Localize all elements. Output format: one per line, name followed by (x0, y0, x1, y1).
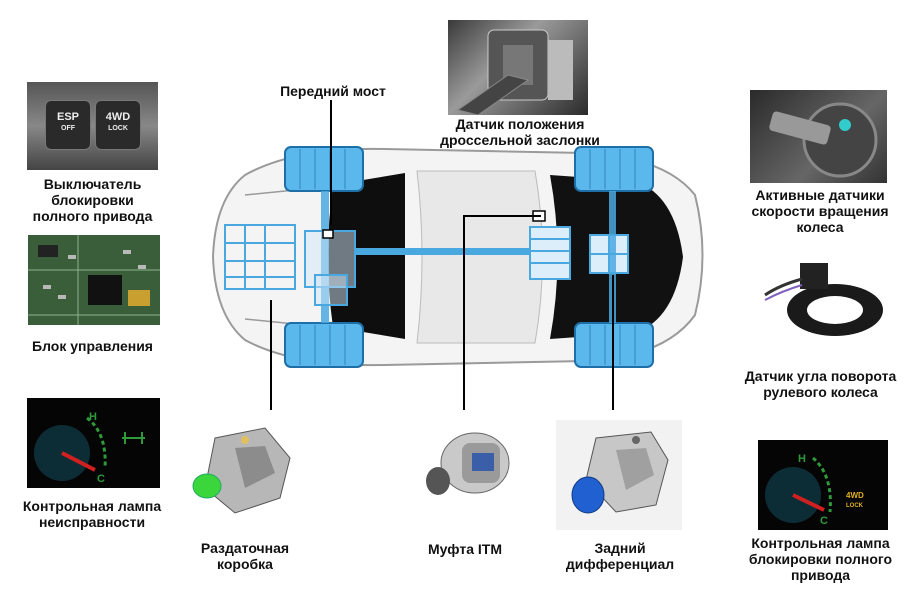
steering-sensor-photo (760, 255, 890, 345)
fault-lamp-label: Контрольная лампа неисправности (22, 498, 162, 530)
wheel-front-right (284, 322, 364, 368)
transfer-case-outline (304, 230, 356, 306)
itm-coupling-outline (529, 226, 571, 280)
lock-gauge-c: C (820, 515, 828, 527)
4wd-lock-button: 4WD LOCK (95, 100, 141, 150)
control-unit-photo (28, 235, 160, 325)
gauge-h: H (89, 411, 97, 423)
throttle-sensor-label: Датчик положения дроссельной заслонки (440, 116, 600, 148)
wheel-front-left (284, 146, 364, 192)
wheel-speed-photo (750, 90, 887, 183)
leader-transfer-case (270, 300, 272, 410)
lock-switch-photo: ESP OFF 4WD LOCK (27, 82, 158, 170)
itm-coupling-label: Муфта ITM (428, 541, 502, 557)
wheel-rear-right (574, 322, 654, 368)
lamp-lock-text: LOCK (846, 503, 864, 509)
leader-front-axle (330, 100, 332, 225)
control-unit-label: Блок управления (32, 338, 153, 354)
front-axle-label: Передний мост (280, 83, 386, 99)
leader-rear-diff (612, 275, 614, 410)
lock-lamp-label: Контрольная лампа блокировки полного при… (748, 535, 893, 583)
propeller-shaft (355, 248, 535, 255)
leader-itm-h (463, 215, 541, 217)
leader-itm (463, 215, 465, 410)
transfer-case-label: Раздаточная коробка (200, 540, 290, 572)
wheel-speed-label: Активные датчики скорости вращения колес… (751, 187, 889, 235)
lock-gauge-h: H (798, 453, 806, 465)
wheel-rear-left (574, 146, 654, 192)
rear-diff-label: Задний дифференциал (565, 540, 675, 572)
throttle-sensor-photo (448, 20, 588, 115)
car-top-view (211, 146, 704, 368)
esp-button: ESP OFF (45, 100, 91, 150)
lock-switch-label: Выключатель блокировки полного привода (32, 176, 153, 224)
itm-coupling-photo (420, 423, 515, 508)
engine-block (224, 224, 296, 290)
fault-lamp-photo: H C (27, 398, 160, 488)
lamp-4wd-text: 4WD (846, 491, 864, 500)
roof (416, 170, 543, 344)
transfer-case-photo (185, 418, 305, 518)
rear-axle-shaft (609, 191, 616, 323)
lock-lamp-photo: H C 4WD LOCK (758, 440, 888, 530)
4wd-fault-icon (122, 432, 145, 444)
gauge-c: C (97, 473, 105, 485)
rear-diff-photo (556, 420, 682, 530)
steering-sensor-label: Датчик угла поворота рулевого колеса (744, 368, 897, 400)
